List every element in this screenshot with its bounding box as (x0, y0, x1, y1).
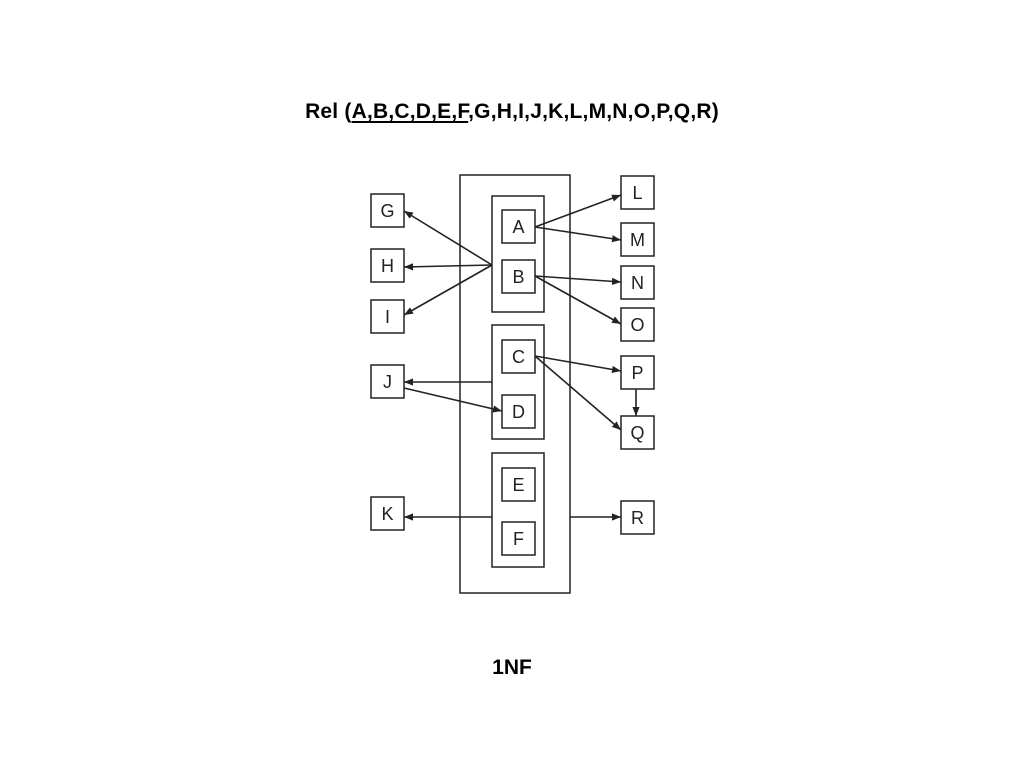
edge-c-to-q (534, 355, 622, 431)
edge-a-to-l (534, 194, 622, 228)
attr-q-node: Q (620, 415, 655, 450)
attr-p-node: P (620, 355, 655, 390)
attr-k-label: K (381, 504, 393, 524)
title-prefix: Rel ( (305, 100, 352, 123)
relation-outer-box (459, 174, 571, 594)
attr-a-node: A (501, 209, 536, 244)
attr-r-label: R (631, 508, 644, 528)
attr-j-label: J (383, 372, 392, 392)
attr-n-label: N (631, 273, 644, 293)
attr-b-node: B (501, 259, 536, 294)
attr-h-label: H (381, 256, 394, 276)
attr-m-label: M (630, 230, 645, 250)
attr-l-label: L (632, 183, 642, 203)
attr-j-node: J (370, 364, 405, 399)
attr-i-node: I (370, 299, 405, 334)
edge-b-to-n (534, 275, 622, 285)
attr-l-node: L (620, 175, 655, 210)
attr-c-label: C (512, 347, 525, 367)
attr-f-node: F (501, 521, 536, 556)
attr-m-node: M (620, 222, 655, 257)
attr-f-label: F (513, 529, 524, 549)
group-ef (491, 452, 545, 568)
group-ab (491, 195, 545, 313)
edge-a-to-m (534, 226, 622, 243)
attr-n-node: N (620, 265, 655, 300)
title-remaining-attributes: ,G,H,I,J,K,L,M,N,O,P,Q,R) (468, 100, 719, 123)
edge-ab-to-h (403, 263, 493, 271)
attr-i-label: I (385, 307, 390, 327)
normal-form-caption: 1NF (492, 656, 532, 679)
attr-r-node: R (620, 500, 655, 535)
attr-b-label: B (512, 267, 524, 287)
attr-g-label: G (380, 201, 394, 221)
edge-c-to-p (534, 355, 622, 374)
attr-d-label: D (512, 402, 525, 422)
attr-p-label: P (631, 363, 643, 383)
attr-o-node: O (620, 307, 655, 342)
title-primary-key: A,B,C,D,E,F (351, 100, 469, 123)
edge-ab-to-g (403, 210, 493, 266)
edge-b-to-o (534, 275, 622, 325)
attr-o-label: O (630, 315, 644, 335)
attr-a-label: A (512, 217, 524, 237)
attr-e-node: E (501, 467, 536, 502)
attr-q-label: Q (630, 423, 644, 443)
attr-h-node: H (370, 248, 405, 283)
attr-c-node: C (501, 339, 536, 374)
edge-ab-to-i (403, 264, 493, 316)
attr-e-label: E (512, 475, 524, 495)
attr-k-node: K (370, 496, 405, 531)
attr-d-node: D (501, 394, 536, 429)
edge-j-to-d (403, 387, 503, 413)
attr-g-node: G (370, 193, 405, 228)
relation-schema-title: Rel (A,B,C,D,E,F,G,H,I,J,K,L,M,N,O,P,Q,R… (0, 100, 1024, 124)
